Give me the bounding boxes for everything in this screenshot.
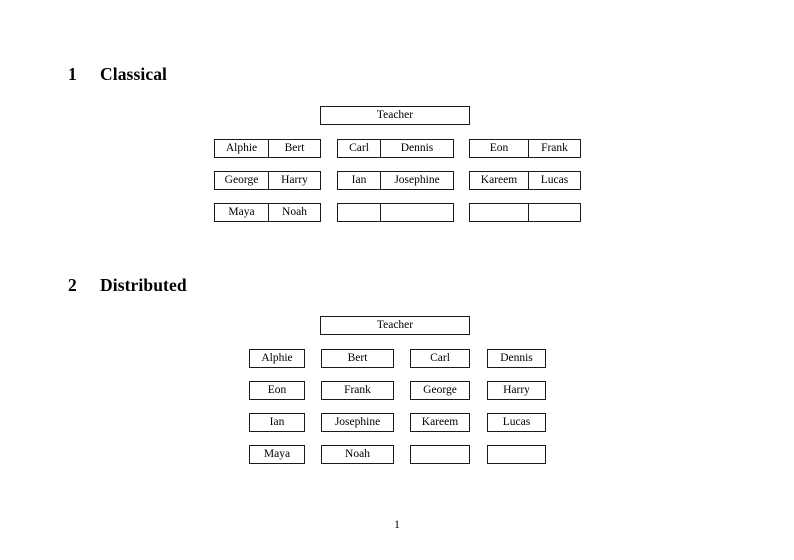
student-cell: Maya (228, 206, 255, 218)
student-cell: George (224, 174, 259, 186)
student-box: Kareem (410, 413, 470, 432)
student-cell: Carl (349, 142, 369, 154)
student-cell: Harry (268, 172, 320, 189)
section-title: Classical (100, 64, 168, 84)
student-pair-row: George Harry (214, 171, 321, 190)
student-cell: Alphie (225, 142, 258, 154)
student-cell: Josephine (380, 172, 453, 189)
student-cell-empty (338, 204, 380, 221)
student-pair-row-empty (469, 203, 581, 222)
student-box: Lucas (487, 413, 546, 432)
student-cell-empty (380, 204, 453, 221)
student-box: Josephine (321, 413, 394, 432)
section-number: 2 (68, 275, 77, 295)
student-box: Harry (487, 381, 546, 400)
student-box: Eon (249, 381, 305, 400)
student-box: Frank (321, 381, 394, 400)
student-box: Dennis (487, 349, 546, 368)
student-box: Carl (410, 349, 470, 368)
student-pair-row-empty (337, 203, 454, 222)
student-box-empty (410, 445, 470, 464)
student-cell: Ian (351, 174, 367, 186)
student-box: Bert (321, 349, 394, 368)
page-number: 1 (394, 519, 400, 531)
student-cell: Dennis (380, 140, 453, 157)
student-cell: Noah (268, 204, 320, 221)
student-pair-row: Carl Dennis (337, 139, 454, 158)
student-cell: Lucas (528, 172, 580, 189)
student-cell: Bert (268, 140, 320, 157)
section-number: 1 (68, 64, 77, 84)
student-pair-row: Alphie Bert (214, 139, 321, 158)
student-cell: Frank (528, 140, 580, 157)
student-cell-empty (528, 204, 580, 221)
student-pair-row: Ian Josephine (337, 171, 454, 190)
student-box: Alphie (249, 349, 305, 368)
student-box: George (410, 381, 470, 400)
student-cell: Eon (489, 142, 509, 154)
student-box: Ian (249, 413, 305, 432)
student-pair-row: Eon Frank (469, 139, 581, 158)
teacher-box-classical: Teacher (320, 106, 470, 125)
teacher-box-distributed: Teacher (320, 316, 470, 335)
student-cell: Kareem (480, 174, 518, 186)
student-box-empty (487, 445, 546, 464)
student-pair-row: Maya Noah (214, 203, 321, 222)
student-cell-empty (470, 204, 528, 221)
student-pair-row: Kareem Lucas (469, 171, 581, 190)
student-box: Noah (321, 445, 394, 464)
section-title: Distributed (100, 275, 187, 295)
student-box: Maya (249, 445, 305, 464)
